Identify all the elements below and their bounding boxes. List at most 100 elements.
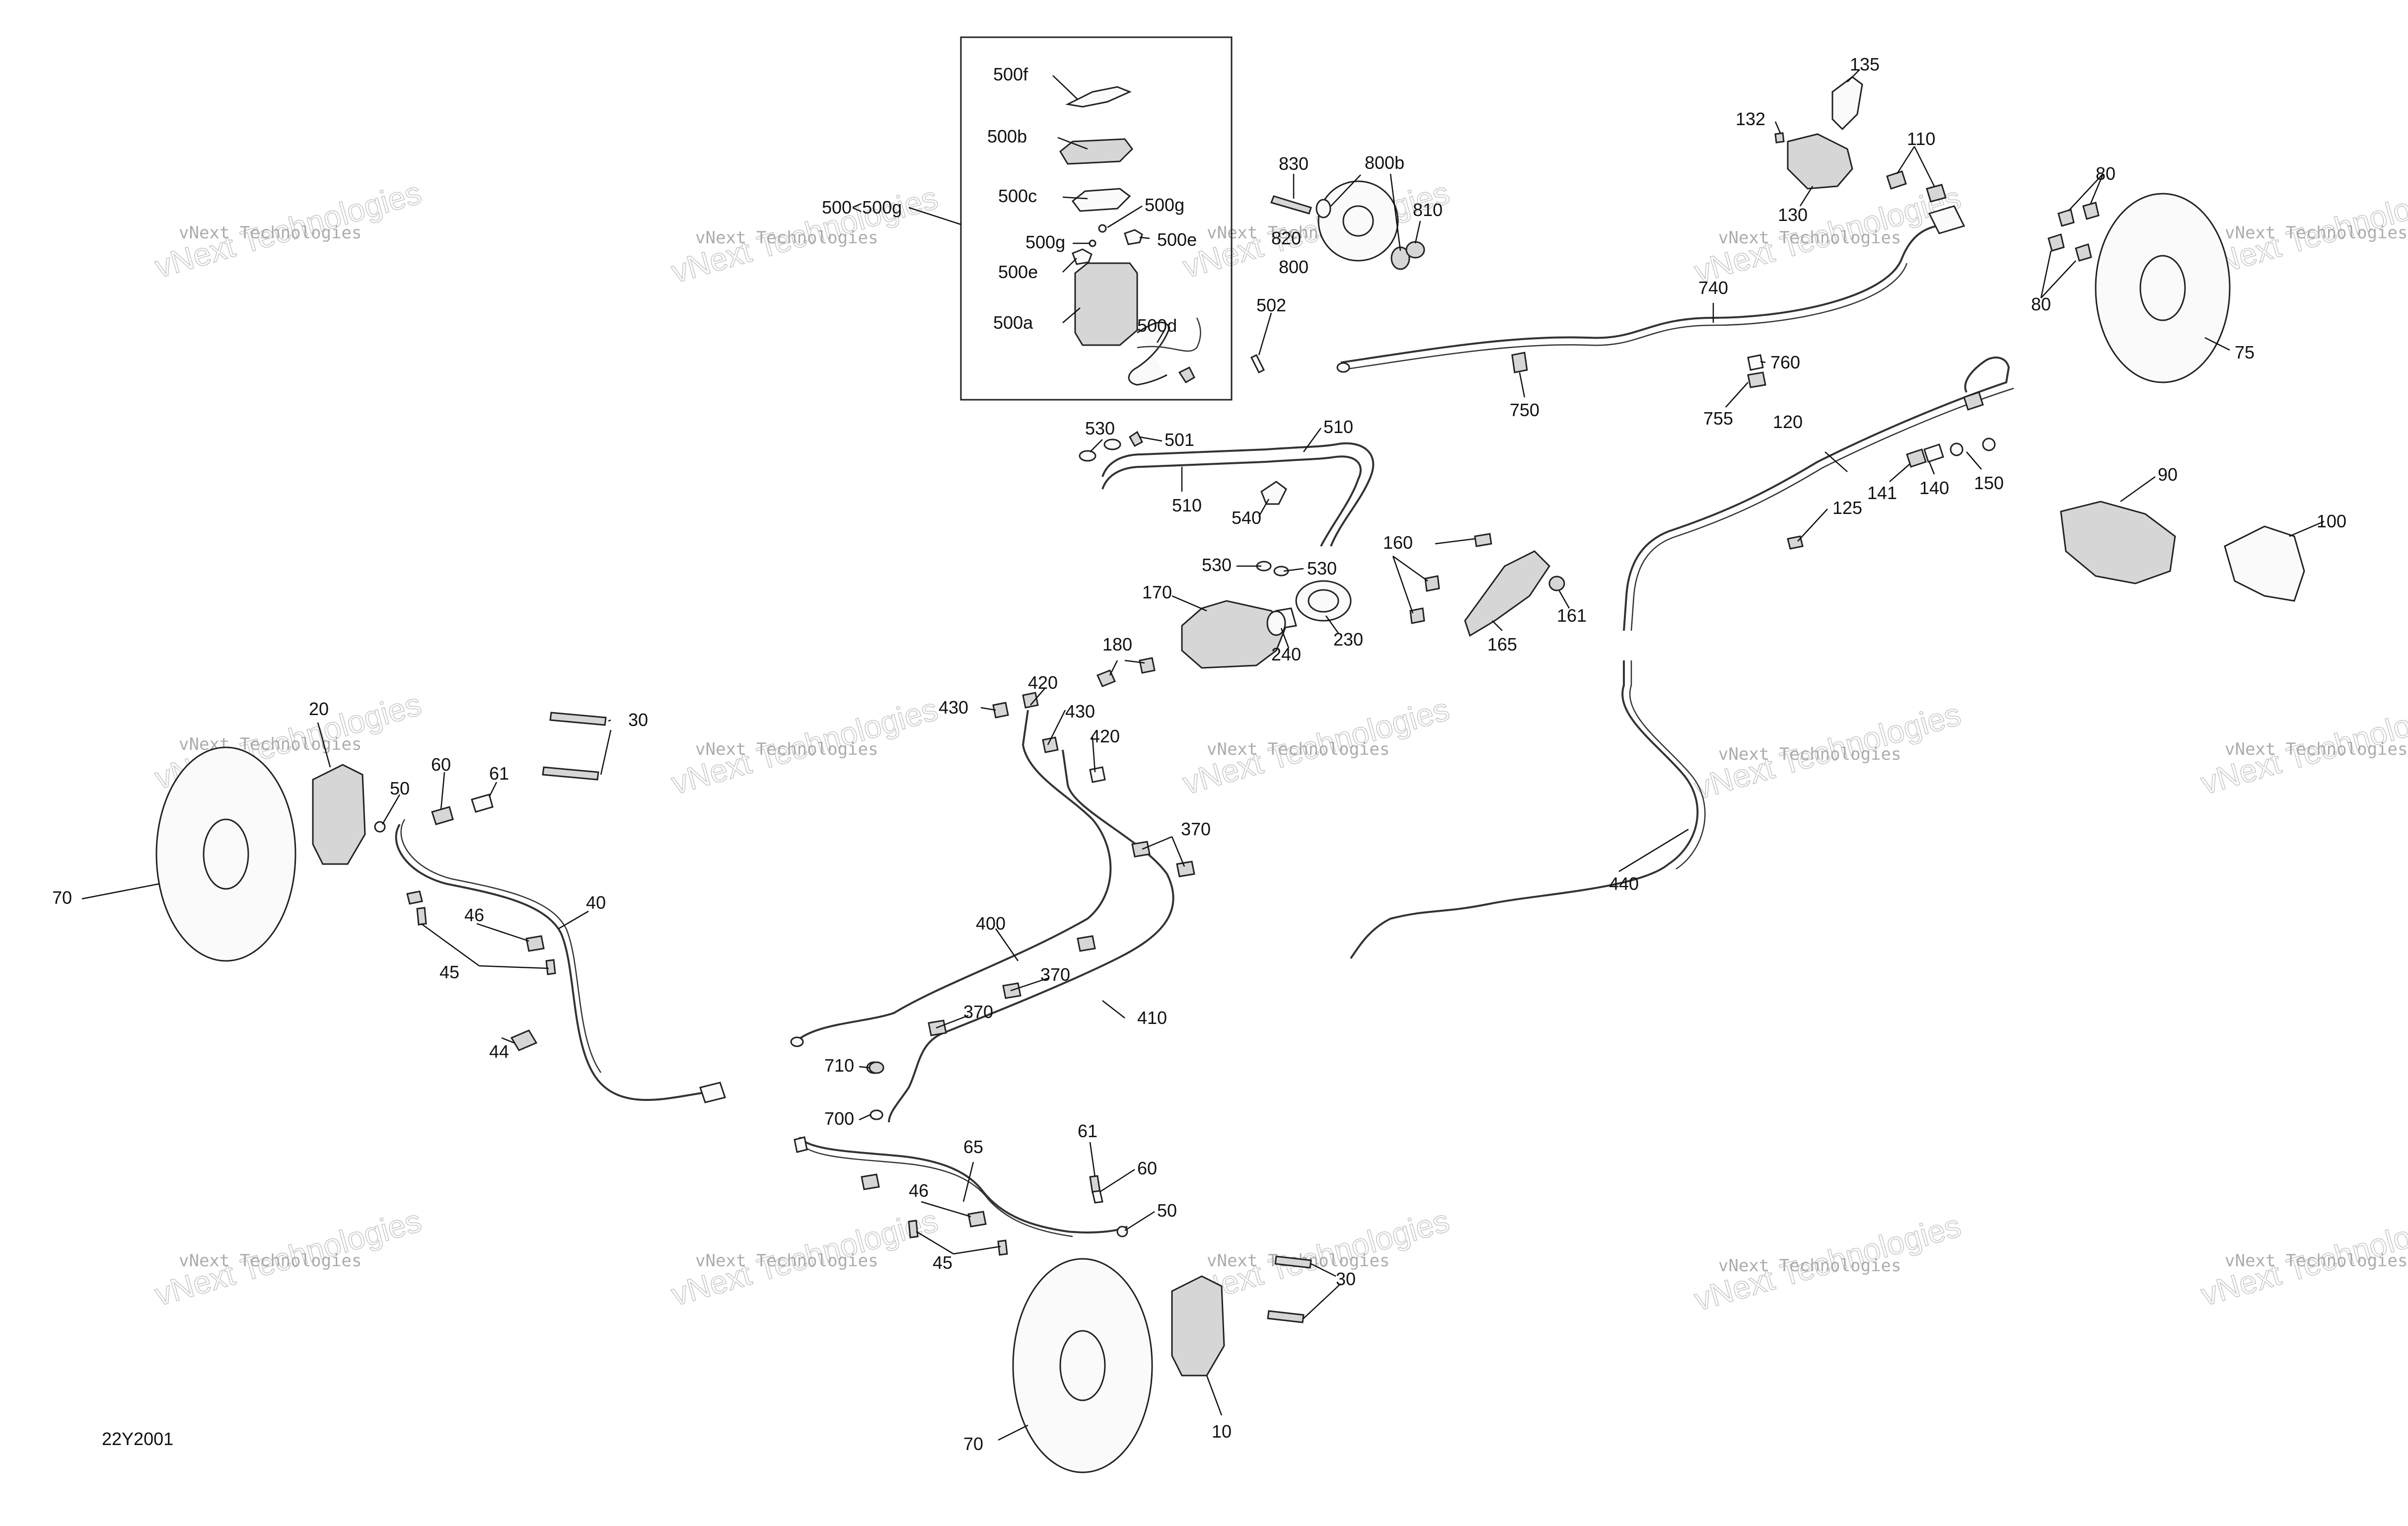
part-callout: 140 (1919, 478, 1949, 498)
part-callout: 230 (1333, 629, 1363, 650)
master-cylinder-hose (1101, 456, 1336, 490)
caliper-bracket-part (2224, 525, 2305, 602)
part-callout: 46 (909, 1180, 929, 1201)
screw-part (1139, 657, 1156, 674)
front-brake-hose (802, 1144, 1073, 1237)
part-callout: 500c (998, 186, 1037, 206)
part-callout: 400 (976, 913, 1006, 934)
part-callout: 710 (824, 1055, 854, 1076)
bolt-part (1424, 575, 1440, 592)
return-hose (1330, 442, 1375, 547)
line-clip-part (1176, 861, 1195, 877)
part-callout: 135 (1850, 54, 1880, 74)
part-callout: 810 (1413, 200, 1443, 220)
watermark-text: vNext Technologies (695, 739, 878, 759)
part-callout: 800 (1279, 257, 1309, 277)
nut-part (1405, 241, 1425, 259)
cap-insert-part (1072, 248, 1093, 265)
banjo-bolt-part (1906, 448, 1927, 468)
watermark: vNext Technologies vNext Technologies (1178, 691, 1454, 801)
bolt-part (1926, 184, 1947, 203)
screw-part (1129, 431, 1143, 447)
grommet-part (870, 1109, 883, 1120)
part-callout: 70 (963, 1434, 983, 1454)
part-callout: 510 (1172, 495, 1202, 515)
part-callout: 170 (1142, 582, 1172, 602)
part-callout: 500a (993, 312, 1033, 333)
grommet-part (869, 1061, 884, 1074)
part-callout: 125 (1832, 498, 1862, 518)
front-brake-hose (799, 1136, 1128, 1234)
hose-clip-part (967, 1211, 987, 1228)
part-callout: 740 (1698, 278, 1728, 298)
part-callout: 370 (963, 1002, 993, 1022)
watermark: vNext Technologies vNext Technologies (667, 1202, 942, 1313)
connector-part (1511, 352, 1528, 373)
watermark-group: vNext Technologies vNext Technologies vN… (150, 174, 2408, 1318)
front-brake-line (794, 710, 1112, 1044)
part-callout: 165 (1487, 634, 1517, 654)
connector-part (1747, 354, 1764, 371)
watermark-text: vNext Technologies (1718, 228, 1901, 248)
bolt-part (542, 766, 599, 781)
watermark: vNext Technologies vNext Technologies (150, 174, 426, 285)
reservoir-body-part (1074, 262, 1138, 346)
main-brake-line (1350, 660, 1699, 959)
part-callout: 500e (1157, 229, 1197, 250)
watermark: vNext Technologies vNext Technologies (1690, 1207, 1965, 1318)
part-callout: 46 (464, 905, 484, 925)
part-callout: 75 (2235, 342, 2255, 363)
front-brake-hose (400, 819, 602, 1073)
hose-fitting-part (1079, 450, 1096, 462)
line-clip-part (1131, 841, 1151, 858)
bolt-part (2082, 202, 2100, 220)
part-callout: 500f (993, 64, 1028, 84)
front-brake-disc-part (1059, 1330, 1106, 1401)
small-o-ring-part (1089, 239, 1096, 247)
part-callout: 800b (1365, 152, 1404, 173)
watermark-text: vNext Technologies (2225, 223, 2408, 243)
part-callout: 30 (628, 710, 648, 730)
washer-part (1982, 437, 1996, 451)
bolt-part (1409, 607, 1425, 624)
bolt-part (549, 712, 607, 726)
part-callout: 110 (1907, 129, 1935, 149)
part-callout: 65 (963, 1137, 983, 1157)
screw-part (1178, 366, 1195, 384)
bracket-part (510, 1029, 538, 1051)
connector-part (1747, 371, 1766, 388)
seal-ring-part (1315, 199, 1331, 218)
part-callout: 45 (439, 962, 459, 982)
watermark: vNext Technologies vNext Technologies (667, 179, 942, 290)
cap-insert-part (1124, 229, 1143, 245)
hose-end-part (699, 1082, 726, 1103)
part-callout: 161 (1557, 605, 1587, 626)
line-fitting-part (1022, 692, 1039, 709)
front-brake-line (888, 749, 1174, 1123)
part-callout: 370 (1040, 964, 1070, 985)
seal-part (1266, 610, 1286, 636)
part-callout: 240 (1271, 644, 1301, 664)
diagram-code-label: 22Y2001 (102, 1429, 173, 1449)
reservoir-bracket-part (1065, 86, 1132, 108)
watermark-text: vNext Technologies (179, 223, 362, 243)
bolt-part (545, 959, 556, 975)
part-callout: 501 (1165, 430, 1194, 450)
part-callout: 540 (1232, 508, 1261, 528)
sensor-wire-part (1137, 317, 1201, 352)
watermark: vNext Technologies vNext Technologies (1690, 696, 1965, 806)
part-callout: 90 (2158, 464, 2178, 485)
part-callout: 430 (939, 697, 968, 718)
bolt-part (1474, 533, 1492, 547)
part-callout: 530 (1307, 558, 1337, 579)
part-callout: 820 (1271, 228, 1301, 248)
hose-clip-part (525, 935, 545, 952)
connector-part (1963, 391, 1984, 411)
bolt-part (1886, 170, 1907, 190)
bolt-part (416, 907, 427, 926)
part-callout: 440 (1609, 873, 1639, 894)
cable-end-part (1336, 362, 1350, 373)
part-callout: 10 (1212, 1421, 1232, 1442)
leader-lines (81, 69, 2325, 1441)
part-callout: 370 (1181, 819, 1211, 839)
